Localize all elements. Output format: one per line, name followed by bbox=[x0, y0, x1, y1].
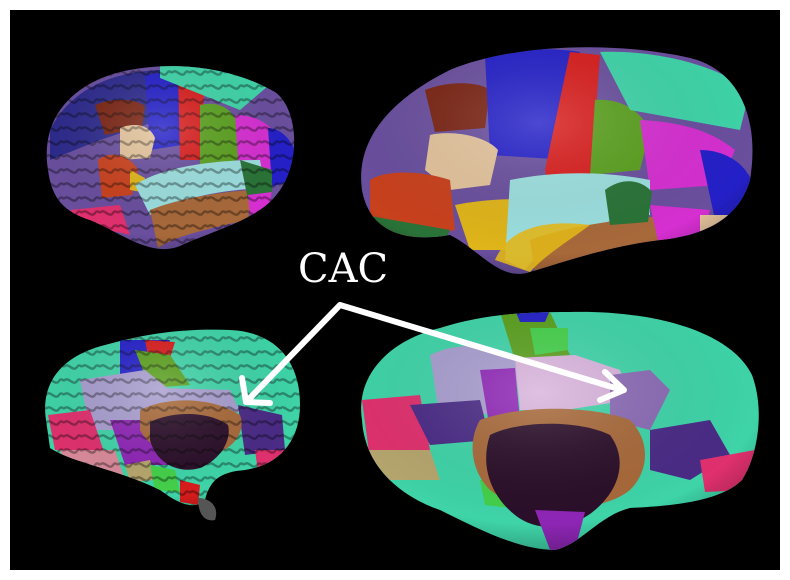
brain-lateral-inflated bbox=[350, 35, 770, 285]
brain-medial-inflated bbox=[350, 305, 770, 555]
figure-canvas: CAC bbox=[10, 10, 780, 570]
brain-lateral-pial bbox=[40, 60, 310, 260]
brain-medial-pial bbox=[40, 320, 310, 520]
brain-figure: CAC bbox=[10, 10, 780, 570]
cac-label: CAC bbox=[298, 246, 388, 292]
brainstem bbox=[198, 498, 216, 520]
